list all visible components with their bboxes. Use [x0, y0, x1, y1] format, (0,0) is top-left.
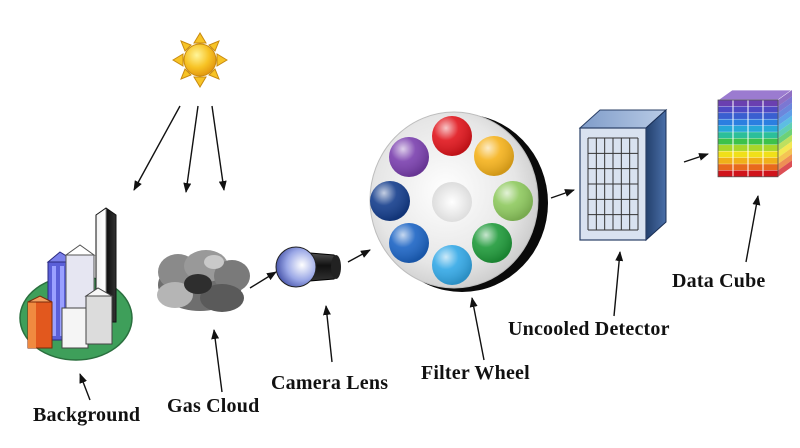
- filter-light-green: [493, 181, 533, 221]
- arrow-detector-to-data-cube: [683, 153, 709, 163]
- label-camera-lens: Camera Lens: [271, 372, 389, 394]
- filter-navy: [370, 181, 410, 221]
- filter-purple: [389, 137, 429, 177]
- data-cube-band-side: [778, 128, 792, 145]
- gas-cloud-icon: [157, 250, 250, 312]
- arrow-label-gas-cloud: [211, 329, 223, 393]
- label-filter-wheel: Filter Wheel: [421, 362, 530, 384]
- filter-orange: [474, 136, 514, 176]
- data-cube-band-side: [778, 115, 792, 132]
- data-cube-band-side: [778, 102, 792, 120]
- data-cube-icon: [716, 89, 794, 178]
- arrow-gas-cloud-to-camera-lens: [249, 271, 277, 289]
- uncooled-detector-icon: [578, 108, 668, 242]
- data-cube-outline: [717, 99, 779, 178]
- arrow-sun-to-background: [133, 105, 181, 191]
- arrow-label-uncooled-detector: [613, 251, 624, 317]
- arrow-filter-wheel-to-detector: [550, 189, 575, 199]
- arrow-sun-to-gas-cloud-1: [183, 105, 199, 193]
- label-background: Background: [33, 404, 141, 426]
- sun-icon: [172, 32, 228, 88]
- filter-cyan: [432, 245, 472, 285]
- filter-wheel-icon: [369, 111, 548, 292]
- arrow-label-filter-wheel: [469, 297, 485, 361]
- arrow-sun-to-gas-cloud-2: [211, 105, 227, 191]
- data-cube-band-side: [778, 96, 792, 113]
- data-cube-band-side: [778, 134, 792, 152]
- arrow-label-data-cube: [745, 195, 761, 263]
- data-cube-band-side: [778, 160, 792, 177]
- filter-red: [432, 116, 472, 156]
- arrow-camera-lens-to-filter-wheel: [347, 249, 371, 263]
- data-cube-band-side: [778, 154, 792, 171]
- filter-blue: [389, 223, 429, 263]
- city-background-icon: [19, 207, 133, 361]
- label-gas-cloud: Gas Cloud: [167, 395, 260, 417]
- filter-green: [472, 223, 512, 263]
- data-cube-band-side: [778, 141, 792, 158]
- camera-lens-icon: [275, 246, 341, 288]
- arrow-label-camera-lens: [322, 305, 333, 363]
- data-cube-band-side: [778, 90, 792, 107]
- data-cube-band-side: [778, 109, 792, 126]
- arrow-label-background: [79, 373, 91, 401]
- data-cube-band-side: [778, 122, 792, 139]
- label-data-cube: Data Cube: [672, 270, 766, 292]
- label-uncooled-detector: Uncooled Detector: [508, 318, 670, 340]
- data-cube-band-side: [778, 147, 792, 164]
